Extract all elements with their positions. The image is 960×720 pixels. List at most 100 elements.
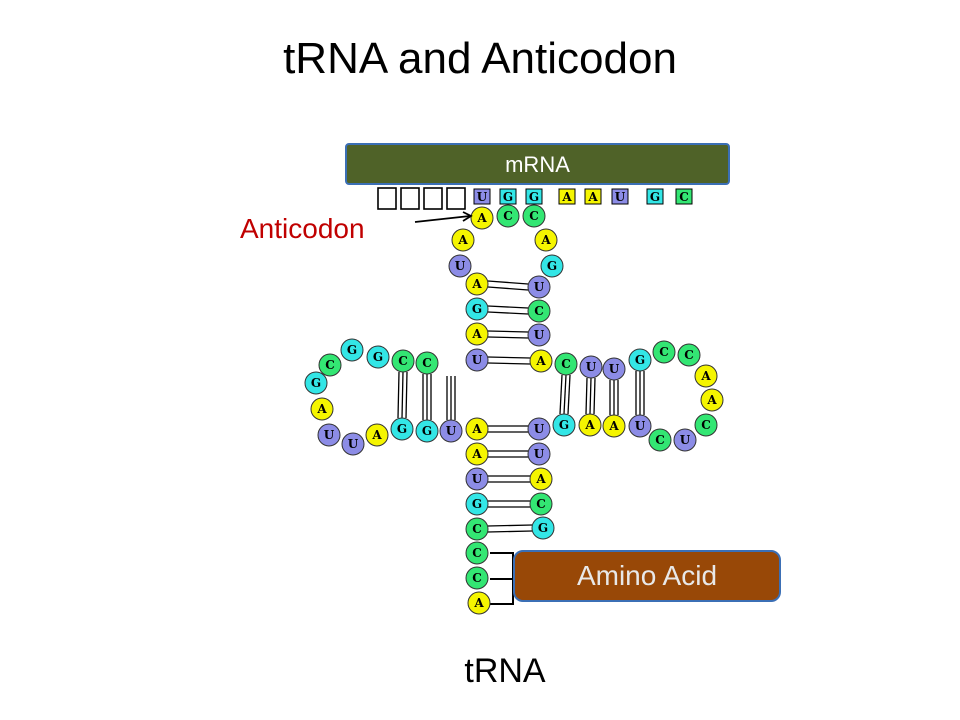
svg-text:G: G — [397, 422, 407, 436]
trna-base: A — [470, 206, 494, 230]
trna-base: U — [527, 323, 551, 347]
svg-text:G: G — [472, 302, 482, 316]
svg-text:A: A — [471, 277, 482, 291]
svg-text:U: U — [477, 190, 488, 204]
trna-base: A — [578, 413, 602, 437]
trna-base: C — [529, 492, 553, 516]
svg-text:A: A — [471, 422, 482, 436]
svg-text:U: U — [455, 259, 466, 273]
trna-base: A — [694, 364, 718, 388]
svg-text:G: G — [635, 353, 645, 367]
trna-base: A — [465, 442, 489, 466]
trna-base: U — [465, 348, 489, 372]
trna-base: C — [652, 340, 676, 364]
page-title: tRNA and Anticodon — [283, 34, 677, 83]
svg-text:U: U — [615, 190, 626, 204]
trna-base: C — [465, 541, 489, 565]
svg-text:A: A — [535, 472, 546, 486]
amino-acid-bracket — [490, 552, 514, 605]
svg-text:G: G — [547, 259, 557, 273]
svg-text:G: G — [529, 190, 539, 204]
mrna-base: A — [558, 188, 576, 205]
svg-text:A: A — [471, 327, 482, 341]
trna-base: A — [451, 228, 475, 252]
trna-base: U — [465, 467, 489, 491]
trna-base: G — [390, 417, 414, 441]
trna-base: C — [694, 413, 718, 437]
mrna-base: G — [499, 188, 517, 205]
mrna-base: U — [473, 188, 491, 205]
svg-text:U: U — [680, 433, 691, 447]
trna-base: G — [531, 516, 555, 540]
svg-text:A: A — [473, 596, 484, 610]
trna-base: U — [439, 419, 463, 443]
svg-text:C: C — [659, 345, 669, 359]
trna-base: A — [529, 349, 553, 373]
trna-base: G — [340, 338, 364, 362]
svg-text:U: U — [635, 419, 646, 433]
svg-text:U: U — [586, 360, 597, 374]
svg-text:U: U — [534, 422, 545, 436]
trna-base: A — [534, 228, 558, 252]
svg-text:A: A — [706, 393, 717, 407]
mrna-base: C — [675, 188, 693, 205]
svg-text:A: A — [471, 447, 482, 461]
svg-text:U: U — [446, 424, 457, 438]
trna-base: C — [677, 343, 701, 367]
trna-base: U — [317, 423, 341, 447]
trna-base: C — [465, 566, 489, 590]
mrna-base: A — [584, 188, 602, 205]
trna-base: C — [391, 349, 415, 373]
anticodon-pointer-arrow — [414, 211, 473, 223]
svg-text:U: U — [534, 280, 545, 294]
svg-text:C: C — [472, 571, 482, 585]
trna-base: U — [527, 417, 551, 441]
empty-codon-box — [377, 187, 397, 210]
svg-text:C: C — [472, 522, 482, 536]
svg-text:C: C — [398, 354, 408, 368]
svg-text:G: G — [538, 521, 548, 535]
svg-text:G: G — [422, 424, 432, 438]
svg-text:A: A — [457, 233, 468, 247]
svg-text:C: C — [684, 348, 694, 362]
trna-base: U — [602, 357, 626, 381]
svg-text:G: G — [347, 343, 357, 357]
svg-text:U: U — [609, 362, 620, 376]
trna-base: A — [465, 417, 489, 441]
svg-text:G: G — [373, 350, 383, 364]
svg-text:A: A — [371, 428, 382, 442]
trna-base: C — [318, 353, 342, 377]
empty-codon-boxes — [377, 187, 466, 210]
trna-base: C — [465, 517, 489, 541]
trna-base: G — [540, 254, 564, 278]
trna-base: C — [648, 428, 672, 452]
svg-text:C: C — [655, 433, 665, 447]
trna-base: A — [700, 388, 724, 412]
trna-base: A — [529, 467, 553, 491]
trna-base: U — [527, 442, 551, 466]
trna-base: C — [554, 352, 578, 376]
svg-text:A: A — [561, 190, 572, 204]
svg-text:C: C — [701, 418, 711, 432]
trna-base: G — [552, 413, 576, 437]
trna-base: A — [310, 397, 334, 421]
svg-text:G: G — [472, 497, 482, 511]
svg-text:U: U — [534, 447, 545, 461]
svg-text:C: C — [529, 209, 539, 223]
trna-base: A — [465, 272, 489, 296]
trna-base: G — [628, 348, 652, 372]
empty-codon-box — [446, 187, 466, 210]
amino-acid-label: Amino Acid — [513, 550, 781, 602]
svg-text:U: U — [472, 472, 483, 486]
trna-base: U — [579, 355, 603, 379]
svg-text:G: G — [650, 190, 660, 204]
svg-text:A: A — [316, 402, 327, 416]
svg-text:G: G — [503, 190, 513, 204]
trna-base: U — [448, 254, 472, 278]
mrna-base: G — [525, 188, 543, 205]
svg-text:C: C — [472, 546, 482, 560]
svg-text:C: C — [422, 356, 432, 370]
trna-base: A — [467, 591, 491, 615]
